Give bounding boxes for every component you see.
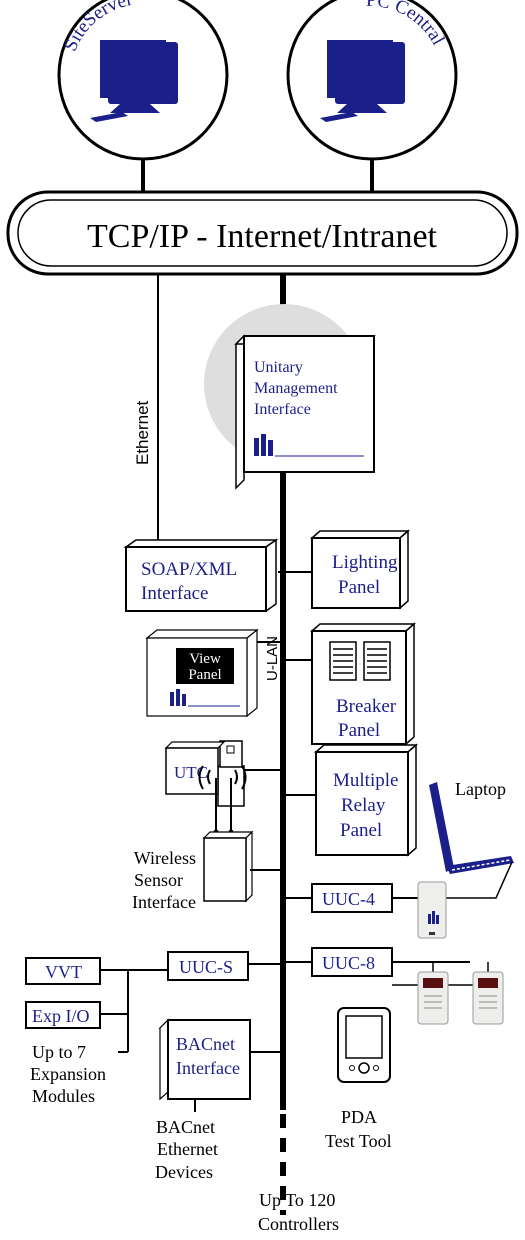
umi-label-1: Unitary bbox=[254, 359, 303, 376]
uuc8-label: UUC-8 bbox=[322, 953, 375, 973]
bacnet-devices-label-1: BACnet bbox=[156, 1117, 215, 1137]
umi-label-3: Interface bbox=[254, 401, 311, 418]
soap-label-2: Interface bbox=[141, 583, 209, 604]
wireless-label-3: Interface bbox=[132, 892, 196, 912]
lighting-panel[interactable]: Lighting Panel bbox=[310, 529, 410, 610]
computer-icon bbox=[320, 40, 405, 122]
expansion-label-2: Expansion bbox=[30, 1064, 106, 1084]
pda-label-2: Test Tool bbox=[325, 1131, 392, 1151]
laptop-label: Laptop bbox=[455, 779, 506, 799]
relay-label-2: Relay bbox=[341, 795, 386, 816]
view-label-2: Panel bbox=[188, 667, 221, 683]
wireless-label-2: Sensor bbox=[134, 870, 183, 890]
utc-label: UTC bbox=[174, 763, 208, 782]
soap-label-1: SOAP/XML bbox=[141, 559, 237, 580]
bacnet-devices-label-2: Ethernet bbox=[157, 1139, 218, 1159]
thermostat-icon bbox=[417, 971, 449, 1025]
wifi-icon bbox=[198, 765, 204, 790]
siteserver-node[interactable]: SiteServer bbox=[57, 0, 229, 161]
lighting-label-1: Lighting bbox=[332, 552, 398, 573]
computer-icon bbox=[90, 40, 178, 122]
breaker-panel[interactable]: Breaker Panel bbox=[310, 622, 416, 746]
uucs-controller[interactable]: UUC-S bbox=[167, 951, 249, 981]
ulan-label: U-LAN bbox=[264, 636, 281, 681]
uucs-label: UUC-S bbox=[179, 957, 233, 977]
bacnet-label-1: BACnet bbox=[176, 1034, 235, 1054]
controllers-label-1: Up To 120 bbox=[259, 1190, 335, 1210]
pda-icon[interactable] bbox=[337, 1007, 391, 1083]
lighting-label-2: Panel bbox=[338, 577, 380, 598]
wireless-label-1: Wireless bbox=[134, 848, 196, 868]
breaker-label-2: Panel bbox=[338, 720, 380, 741]
thermostat-icon bbox=[417, 881, 447, 939]
breaker-switch-icon bbox=[329, 641, 357, 681]
wireless-sensor-interface[interactable] bbox=[198, 765, 254, 903]
breaker-label-1: Breaker bbox=[336, 696, 397, 717]
tcpip-network-bar[interactable]: TCP/IP - Internet/Intranet bbox=[6, 190, 519, 276]
pc-central-node[interactable]: PC Central bbox=[286, 0, 458, 161]
vvt-label: VVT bbox=[45, 962, 82, 982]
umi-label-2: Management bbox=[254, 380, 338, 397]
view-panel[interactable]: View Panel bbox=[145, 628, 259, 718]
uuc8-controller[interactable]: UUC-8 bbox=[311, 947, 393, 977]
expio-label: Exp I/O bbox=[32, 1006, 90, 1026]
utc-controller[interactable]: UTC bbox=[164, 740, 245, 807]
uuc4-controller[interactable]: UUC-4 bbox=[311, 883, 393, 913]
relay-label-3: Panel bbox=[340, 820, 382, 841]
umi-box[interactable]: Unitary Management Interface bbox=[234, 334, 376, 490]
view-label-1: View bbox=[189, 651, 221, 667]
breaker-switch-icon bbox=[363, 641, 391, 681]
vvt-controller[interactable]: VVT bbox=[25, 957, 101, 985]
controllers-label-2: Controllers bbox=[258, 1214, 339, 1234]
multiple-relay-panel[interactable]: Multiple Relay Panel bbox=[314, 743, 418, 857]
tcpip-label: TCP/IP - Internet/Intranet bbox=[87, 218, 438, 255]
uuc4-label: UUC-4 bbox=[322, 889, 375, 909]
relay-label-1: Multiple bbox=[333, 770, 398, 791]
view-panel-screen bbox=[176, 648, 234, 684]
soap-xml-interface[interactable]: SOAP/XML Interface bbox=[123, 538, 279, 613]
laptop-icon[interactable] bbox=[429, 782, 514, 874]
pda-label-1: PDA bbox=[341, 1107, 377, 1127]
bacnet-devices-label-3: Devices bbox=[155, 1162, 213, 1182]
expio-module[interactable]: Exp I/O bbox=[25, 1001, 101, 1029]
thermostat-icon bbox=[472, 971, 504, 1025]
laptop-cable bbox=[446, 861, 513, 899]
bacnet-interface[interactable]: BACnet Interface bbox=[158, 1018, 251, 1101]
bacnet-label-2: Interface bbox=[176, 1058, 240, 1078]
expansion-label-1: Up to 7 bbox=[32, 1042, 86, 1062]
expansion-label-3: Modules bbox=[32, 1086, 95, 1106]
logo-icon bbox=[170, 689, 186, 706]
ethernet-label: Ethernet bbox=[133, 400, 152, 465]
logo-icon bbox=[254, 434, 273, 456]
